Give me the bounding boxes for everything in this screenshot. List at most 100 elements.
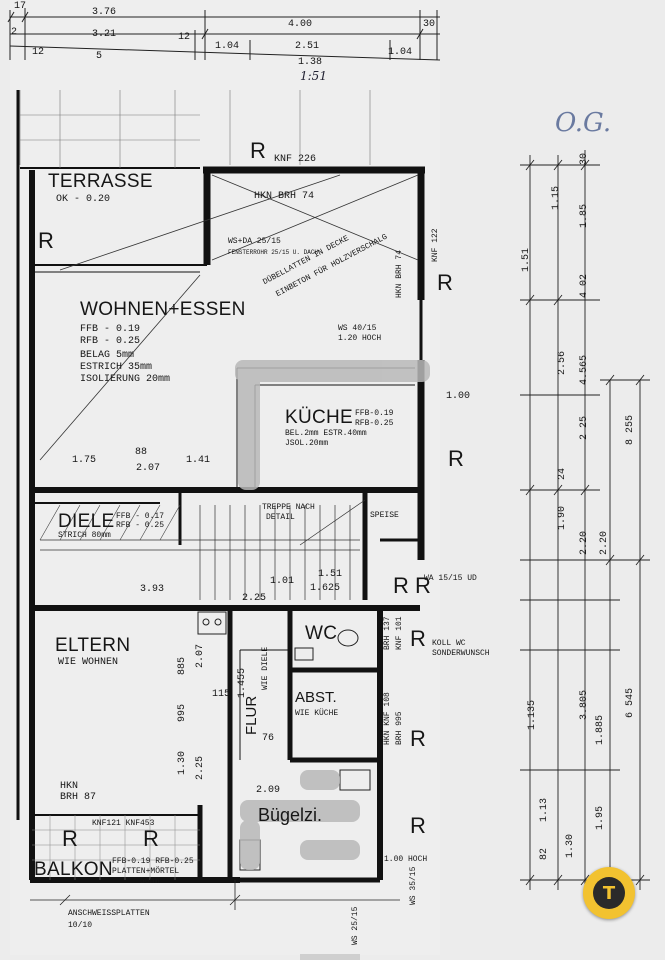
dim-r185: 1.85 [579, 203, 590, 228]
r-marker: R [415, 573, 431, 598]
dim-1455: 1.455 [237, 667, 248, 698]
dim-225: 2.25 [242, 593, 267, 604]
top-dim-17: 17 [14, 1, 27, 12]
top-dimension-lines [7, 8, 441, 61]
dim-r825: 82 [539, 847, 550, 860]
r-marker: R [143, 826, 159, 851]
room-diele-ffb: FFB - 0.17 [116, 512, 165, 521]
dim-885: 88 [135, 447, 148, 458]
label-ws-da: WS+DA 25/15 [228, 237, 281, 246]
room-balkon-label: BALKON [34, 859, 113, 880]
r-marker: R [410, 726, 426, 751]
top-hand-ratio: 1:51 [300, 69, 327, 83]
top-dim-138: 1.38 [298, 57, 323, 68]
dim-225b: 2.25 [195, 755, 206, 780]
walls [16, 90, 425, 883]
top-dim-400: 4.00 [288, 19, 313, 30]
dim-76: 76 [262, 733, 275, 744]
r-marker: R [437, 270, 453, 295]
label-hkn-brh: HKN BRH 74 [395, 249, 404, 298]
top-dim-30: 30 [423, 19, 436, 30]
dim-r115: 1.15 [551, 185, 562, 210]
room-abst-sub: WIE KÜCHE [295, 709, 339, 718]
room-wc-note2: SONDERWUNSCH [432, 649, 490, 658]
top-dim-251: 2.51 [295, 41, 320, 52]
room-diele-label: DIELE [58, 511, 115, 532]
dim-101: 1.01 [270, 576, 295, 587]
room-balkon-sub2: 50mm [140, 877, 160, 886]
r-marker: R [393, 573, 409, 598]
dim-r4565: 4.565 [579, 354, 590, 385]
label-ws4015: WS 40/15 [338, 324, 377, 333]
room-kueche-rfb: RFB-0.25 [355, 419, 394, 428]
room-flur-label: FLUR [243, 695, 260, 735]
top-dim-104a: 1.04 [215, 41, 240, 52]
dim-r1135b: 1.13 [539, 797, 550, 822]
label-anschweiss-dim: 10/10 [68, 921, 93, 930]
diagonals [39, 174, 419, 461]
room-eltern-label: ELTERN [55, 635, 131, 656]
scanner-app-icon[interactable]: T [583, 867, 635, 919]
bottom-handle [300, 954, 360, 960]
dim-r402: 4 02 [579, 273, 590, 298]
label-knf121: KNF121 KNF453 [92, 819, 155, 828]
dim-r195: 1.95 [595, 805, 606, 830]
room-wohnen-rfb: RFB - 0.25 [80, 336, 141, 347]
top-dim-12b: 12 [32, 47, 45, 58]
label-ws2515: WS 25/15 [351, 906, 360, 945]
dim-115: 115 [212, 689, 231, 700]
diele-hatching [39, 504, 181, 541]
label-fenster: FENSTERROHR 25/15 U. DACH [228, 249, 319, 256]
top-dim-213: 5 [96, 51, 103, 62]
room-wc-label: WC [305, 623, 338, 644]
dim-r24: 24 [557, 467, 568, 480]
dim-r190: 1.90 [557, 505, 568, 530]
label-knf122: KNF 122 [431, 228, 440, 262]
blurred-patches [235, 360, 430, 870]
right-dimension-lines [520, 150, 650, 890]
text-scan-icon: T [593, 877, 625, 909]
dim-r3805: 3.805 [579, 689, 590, 720]
room-balkon-sub: PLATTEN+MÖRTEL [112, 867, 180, 876]
floor-label: O.G. [555, 108, 612, 138]
room-diele-rfb: RFB - 0.25 [116, 521, 165, 530]
top-dim-2: 2 [11, 27, 18, 38]
dim-1415: 1.41 [186, 455, 211, 466]
dim-885b: 885 [177, 656, 188, 675]
label-hkn-brh745: HKN BRH 74 [254, 191, 315, 202]
room-terrasse-label: TERRASSE [48, 171, 153, 192]
dim-130: 1.30 [177, 750, 188, 775]
label-brh137: BRH 137 [383, 616, 392, 650]
r-marker: R [250, 138, 266, 163]
bottom-dimension-lines [30, 880, 400, 910]
dim-393: 3.93 [140, 584, 165, 595]
dim-r225: 2 25 [579, 415, 590, 440]
room-kueche-label: KÜCHE [285, 407, 354, 428]
room-kueche-jsol: JSOL.20mm [285, 439, 329, 448]
dim-209: 2.09 [256, 785, 281, 796]
room-wohnen-estrich: ESTRICH 35mm [80, 362, 153, 373]
dim-r1135: 1.135 [527, 699, 538, 730]
r-marker: R [410, 626, 426, 651]
room-wohnen-ffb: FFB - 0.19 [80, 324, 141, 335]
label-hkn-knf108: HKN KNF 108 [383, 692, 392, 745]
terrasse-hatching [19, 90, 371, 168]
label-ws3515: WS 35/15 [409, 866, 418, 905]
room-diele-strich: STRICH 80mm [58, 531, 111, 540]
label-wa: WA 15/15 UD [424, 574, 477, 583]
dim-r220: 2.20 [579, 530, 590, 555]
label-knf226: KNF 226 [274, 154, 317, 165]
top-dim-104b: 1.04 [388, 47, 413, 58]
room-wc-note1: KOLL WC [432, 639, 466, 648]
label-brh87: BRH 87 [60, 792, 97, 803]
r-marker: R [448, 446, 464, 471]
room-buegel-label: Bügelzi. [258, 805, 323, 825]
dim-r8255: 8 255 [625, 414, 636, 445]
room-kueche-ffb: FFB-0.19 [355, 409, 394, 418]
dim-100: 1.00 [446, 391, 471, 402]
dim-207b: 2.07 [195, 643, 206, 668]
dim-175: 1.75 [72, 455, 97, 466]
label-brh995: BRH 995 [395, 711, 404, 745]
room-terrasse-sub: OK - 0.20 [56, 194, 111, 205]
